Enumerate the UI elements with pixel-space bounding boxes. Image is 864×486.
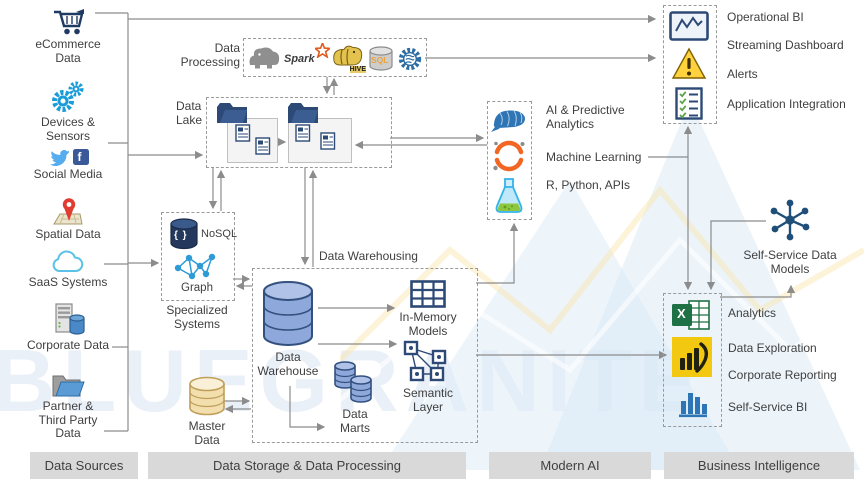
source-social: f Social Media (26, 148, 110, 182)
analytics-label: Analytics (728, 306, 777, 320)
facebook-tile (72, 149, 89, 165)
specialized-systems-box (161, 212, 235, 301)
data-exploration-label: Data Exploration (728, 341, 817, 355)
machine-learning-icon (493, 140, 525, 172)
document-icon (235, 124, 251, 142)
document-icon (295, 124, 311, 142)
hadoop-icon (249, 47, 280, 69)
source-saas: SaaS Systems (26, 250, 110, 290)
bar-chart-icon (679, 393, 707, 418)
hive-icon: HIVE (330, 42, 366, 73)
application-integration-label: Application Integration (727, 97, 846, 111)
footer-business-intelligence: Business Intelligence (664, 452, 854, 479)
graph-label: Graph (181, 282, 213, 294)
flask-icon (495, 178, 523, 213)
data-warehouse-icon (263, 281, 313, 346)
twitter-icon (49, 150, 69, 166)
source-label: eCommerce Data (35, 37, 101, 65)
lake-folder-icon (217, 103, 247, 123)
streaming-dashboard-label: Streaming Dashboard (727, 38, 844, 52)
gears-icon (52, 81, 84, 112)
sql-icon: SQL (368, 46, 394, 72)
ai-brain-icon (491, 110, 526, 132)
source-ecommerce: eCommerce Data (26, 6, 110, 65)
source-devices: Devices & Sensors (26, 80, 110, 143)
modern-ai-box (487, 101, 532, 220)
ai-predictive-label: AI & Predictive Analytics (546, 103, 625, 131)
source-partner: Partner & Third Party Data (33, 370, 103, 441)
source-label: Spatial Data (35, 227, 101, 241)
bi-top-box (663, 5, 717, 124)
source-spatial: Spatial Data (26, 196, 110, 242)
excel-letter: X (677, 306, 686, 321)
machine-learning-label: Machine Learning (546, 150, 642, 164)
sql-cylinder (369, 46, 393, 71)
hive-body (333, 45, 363, 66)
powerbi-icon (672, 337, 712, 377)
spark-wordmark: Spark (284, 53, 315, 65)
alerts-label: Alerts (727, 67, 758, 81)
semantic-layer-icon (403, 340, 447, 382)
self-service-bi-label: Self-Service BI (728, 400, 808, 414)
data-warehouse-label: Data Warehouse (257, 350, 319, 378)
lake-folder-icon (288, 103, 318, 123)
cloud-icon (52, 250, 84, 272)
footer-data-sources: Data Sources (30, 452, 138, 479)
server-icon (55, 303, 85, 335)
excel-icon: X (671, 300, 711, 330)
nosql-cylinder (170, 218, 198, 250)
source-label: Devices & Sensors (40, 115, 96, 143)
checklist-icon (675, 87, 703, 120)
self-service-models-label: Self-Service Data Models (743, 248, 837, 276)
source-corporate: Corporate Data (26, 303, 110, 353)
facebook-icon: f (72, 149, 89, 165)
document-icon (320, 132, 336, 150)
in-memory-models-label: In-Memory Models (399, 310, 457, 338)
footer-modern-ai: Modern AI (489, 452, 651, 479)
data-warehousing-box (252, 268, 478, 443)
graph-icon (174, 253, 216, 280)
alert-triangle-icon (671, 47, 707, 79)
self-service-models-icon (770, 199, 810, 241)
spark-icon: Spark (284, 43, 330, 69)
source-label: SaaS Systems (28, 275, 108, 289)
master-data-icon (189, 376, 225, 416)
bi-bottom-box (663, 293, 722, 427)
folder-icon (52, 375, 85, 397)
nosql-braces: { } (174, 230, 188, 241)
data-marts-icon (334, 361, 372, 403)
source-label: Partner & Third Party Data (38, 399, 98, 441)
data-lake-label: Data Lake (176, 99, 203, 127)
streaming-gear-icon (398, 47, 422, 71)
data-warehousing-label: Data Warehousing (319, 249, 418, 263)
nosql-icon: { } (169, 218, 199, 250)
nosql-label: NoSQL (201, 228, 238, 240)
data-lake-box (206, 97, 392, 168)
shopping-cart-icon (54, 9, 84, 35)
r-python-apis-label: R, Python, APIs (546, 178, 631, 192)
data-marts-label: Data Marts (340, 407, 370, 435)
hive-wordmark: HIVE (349, 66, 366, 73)
footer-data-storage: Data Storage & Data Processing (148, 452, 466, 479)
dashboard-monitor-icon (669, 11, 709, 41)
excel-sheet (672, 300, 710, 330)
in-memory-grid-icon (410, 280, 446, 308)
data-processing-label: Data Processing (180, 41, 240, 69)
spark-star (315, 43, 330, 58)
operational-bi-label: Operational BI (727, 10, 804, 24)
source-label: Social Media (33, 167, 103, 181)
semantic-layer-label: Semantic Layer (402, 386, 454, 414)
sql-wordmark: SQL (371, 55, 389, 65)
facebook-letter: f (77, 150, 82, 164)
data-processing-box (243, 38, 427, 77)
specialized-systems-label: Specialized Systems (166, 303, 228, 331)
map-pin-icon (53, 198, 83, 225)
master-data-label: Master Data (188, 419, 226, 447)
source-label: Corporate Data (26, 338, 110, 352)
document-icon (255, 137, 271, 155)
corporate-reporting-label: Corporate Reporting (728, 368, 837, 382)
